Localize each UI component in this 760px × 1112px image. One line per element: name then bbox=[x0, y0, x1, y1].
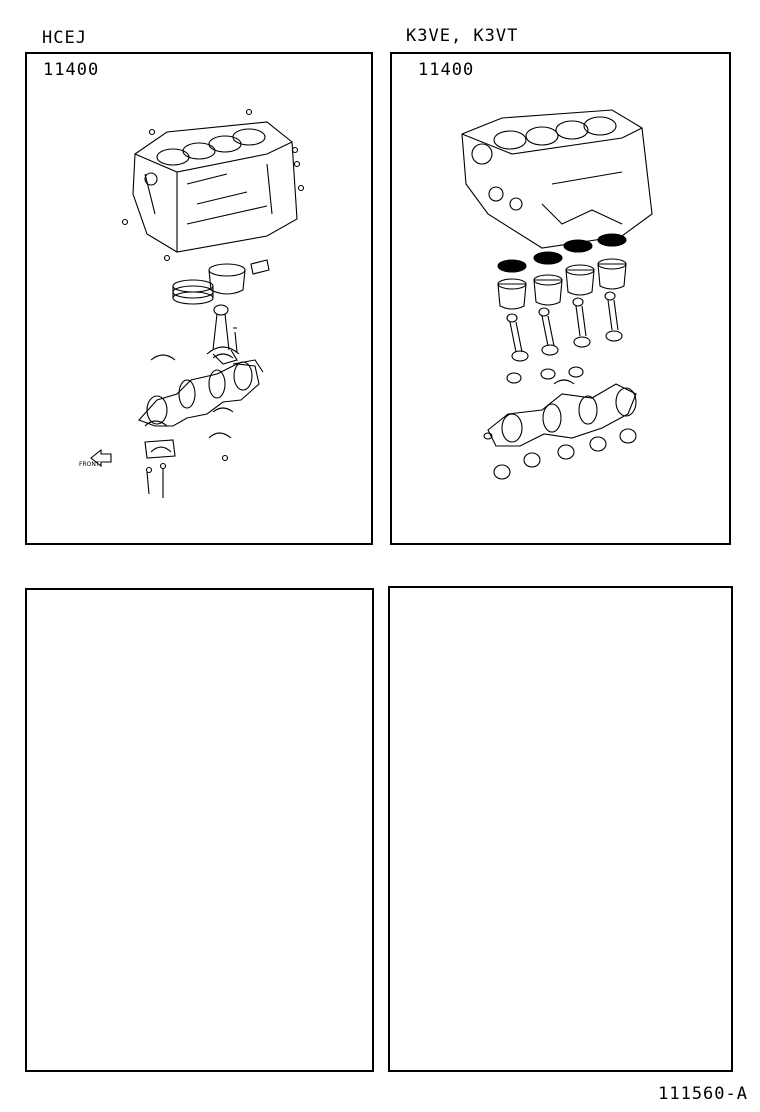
pistons-drawing bbox=[497, 258, 627, 310]
connecting-rod-drawing bbox=[206, 304, 240, 365]
panel-1-part-number[interactable]: 11400 bbox=[43, 60, 100, 80]
engine-parts-illustration-k3ve bbox=[461, 109, 653, 480]
main-bearings-drawing bbox=[493, 428, 637, 480]
front-arrow-icon bbox=[90, 448, 112, 468]
connecting-rods-drawing bbox=[506, 291, 623, 362]
empty-panel-right bbox=[388, 586, 733, 1072]
empty-panel-left bbox=[25, 588, 374, 1072]
crankshaft-drawing bbox=[138, 359, 264, 427]
cylinder-block-drawing bbox=[121, 108, 305, 262]
bearing-shells-drawing bbox=[144, 353, 234, 439]
cylinder-block-drawing bbox=[461, 109, 653, 249]
front-label: FRONT bbox=[79, 461, 100, 468]
panel-2-model-label: K3VE, K3VT bbox=[406, 26, 519, 46]
piston-rings-drawing bbox=[497, 233, 627, 273]
panel-1-model-label: HCEJ bbox=[42, 28, 87, 48]
crankshaft-drawing bbox=[483, 383, 637, 447]
bearing-shells-drawing bbox=[506, 366, 584, 385]
panel-hcej: 11400 bbox=[25, 52, 373, 545]
panel-2-part-number[interactable]: 11400 bbox=[418, 60, 475, 80]
illustration-code: 111560-A bbox=[658, 1084, 748, 1104]
piston-drawing bbox=[172, 259, 270, 305]
engine-parts-illustration-hcej: FRONT bbox=[79, 108, 305, 498]
main-bearing-caps-drawing bbox=[144, 439, 229, 498]
panel-k3ve-k3vt: 11400 bbox=[390, 52, 731, 545]
